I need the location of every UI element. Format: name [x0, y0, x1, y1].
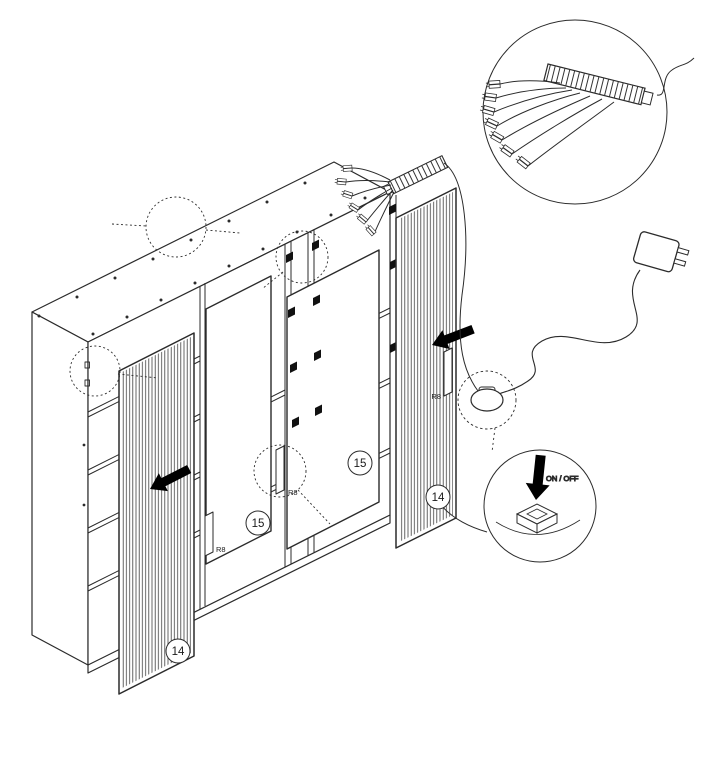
wiring-harness: [334, 154, 479, 392]
detail-markers: [69, 196, 331, 525]
switch-surface-line: [495, 519, 581, 535]
detail-marker-left: [69, 345, 121, 397]
door-handle-left: [204, 511, 214, 557]
slatted-door-right: [395, 187, 457, 549]
detail-marker-top: [145, 196, 207, 258]
callout-15-left: 15: [245, 510, 271, 536]
slatted-door-left: [118, 332, 195, 695]
detail-marker-middle: [275, 230, 329, 284]
callout-14-right-label: 14: [432, 492, 445, 504]
part-callouts: 15 15 14 14: [165, 450, 451, 664]
switch-zoom-marker: [457, 370, 517, 430]
hub-detail-wires: [493, 80, 615, 167]
remote-switch: [457, 370, 517, 453]
callout-15-right: 15: [347, 450, 373, 476]
handle-label-left: R8: [216, 545, 226, 554]
inner-door-right: [275, 249, 380, 550]
inner-door-left: [204, 275, 272, 565]
switch-base: [470, 388, 504, 412]
connector-hub: [382, 154, 449, 196]
left-stile-hinge-holes: [82, 361, 90, 507]
hub-to-switch-cable: [443, 162, 479, 392]
adapter-prong: [676, 247, 690, 256]
top-face-holes: [37, 181, 367, 336]
handle-label-right: R8: [431, 392, 441, 401]
connector-hub-zoomed: [543, 63, 654, 106]
switch-detail: ON / OFF: [439, 449, 597, 563]
door-handle-middle: [275, 445, 285, 495]
cabinet-left-side: [31, 311, 89, 666]
hardware-labels: R8 R8 R8: [216, 392, 441, 554]
callout-14-right: 14: [425, 484, 451, 510]
press-arrow: [525, 454, 550, 500]
harness-wires: [345, 167, 395, 235]
callout-15-right-label: 15: [354, 458, 367, 470]
callout-15-left-label: 15: [252, 518, 265, 530]
zoom-link-line: [491, 427, 496, 453]
adapter-body: [632, 231, 680, 273]
detail-marker-handle: [253, 444, 307, 498]
callout-14-left-label: 14: [172, 646, 185, 658]
connector-hub-detail: [479, 19, 695, 205]
handle-label-middle: R8: [288, 488, 298, 497]
on-off-label: ON / OFF: [546, 474, 579, 483]
switch-button-3d: [515, 503, 559, 534]
hub-output-cable: [656, 57, 695, 96]
callout-14-left: 14: [165, 638, 191, 664]
detail-circle-outline: [482, 19, 668, 205]
adapter-prong: [673, 258, 687, 267]
power-adapter: [498, 231, 690, 395]
door-handle-right: [443, 347, 453, 397]
adapter-cable: [498, 269, 641, 395]
cabinet-bottom-edge: [87, 515, 391, 674]
